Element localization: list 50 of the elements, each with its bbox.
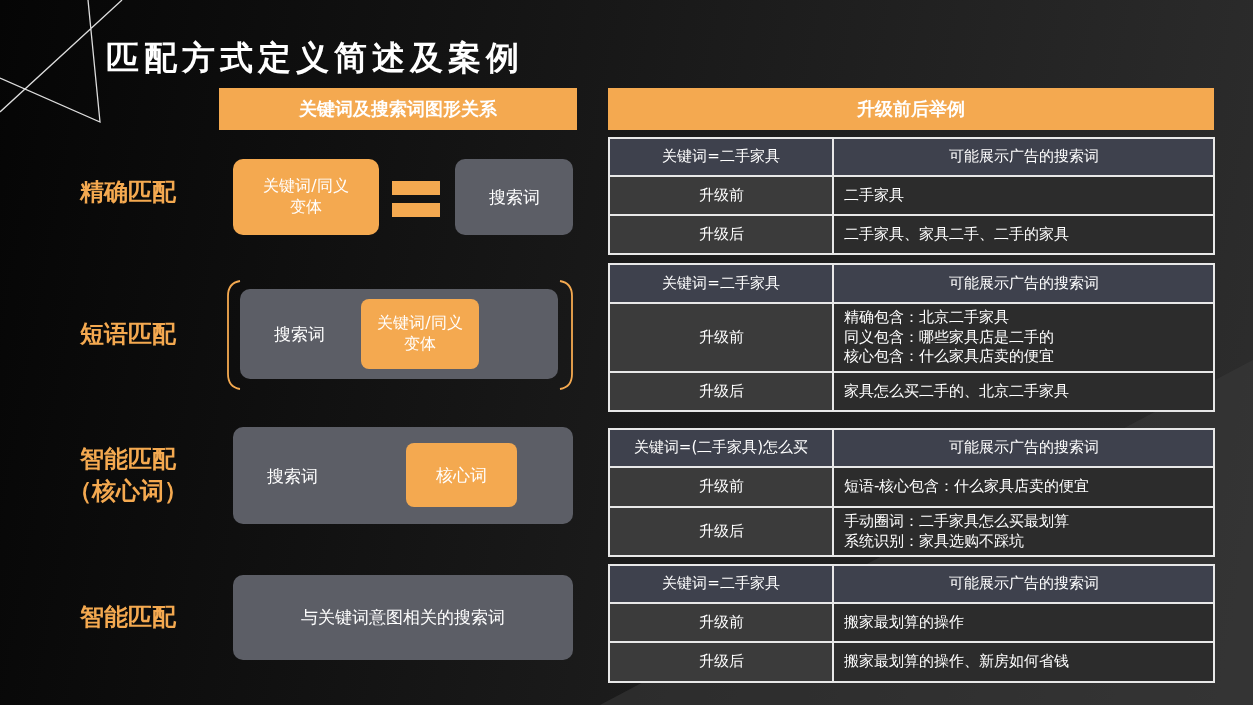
table-cell: 搬家最划算的操作、新房如何省钱 bbox=[834, 643, 1213, 681]
table-cell: 短语-核心包含：什么家具店卖的便宜 bbox=[834, 468, 1213, 506]
header-band bbox=[608, 88, 1214, 130]
table-cell: 升级后 bbox=[610, 508, 832, 555]
table-cell: 二手家具 bbox=[834, 177, 1213, 214]
table-cell: 升级前 bbox=[610, 604, 832, 641]
header-cell: 关键词=二手家具 bbox=[610, 566, 832, 602]
match-type-label: 短语匹配 bbox=[78, 319, 177, 350]
keyword-box bbox=[361, 299, 479, 369]
header-cell: 可能展示广告的搜索词 bbox=[834, 430, 1213, 466]
match-type-label: 智能匹配（核心词） bbox=[66, 444, 189, 508]
title: 匹配方式定义简述及案例 bbox=[106, 37, 524, 79]
table-cell: 升级前 bbox=[610, 177, 832, 214]
table-cell: 升级后 bbox=[610, 373, 832, 410]
core-word-box bbox=[406, 443, 517, 507]
box-label: 升级前后举例 bbox=[857, 97, 965, 121]
box-label: 核心词 bbox=[436, 463, 487, 487]
table-cell: 升级前 bbox=[610, 304, 832, 371]
table-cell: 家具怎么买二手的、北京二手家具 bbox=[834, 373, 1213, 410]
header-cell: 可能展示广告的搜索词 bbox=[834, 566, 1213, 602]
header-cell: 关键词=(二手家具)怎么买 bbox=[610, 430, 832, 466]
match-type-label: 精确匹配 bbox=[78, 177, 177, 208]
box-label: 搜索词 bbox=[488, 185, 540, 209]
cell-text: 同义包含：哪些家具店是二手的 bbox=[844, 327, 1054, 348]
match-type-label: 智能匹配 bbox=[78, 602, 177, 633]
box-label: 关键词及搜索词图形关系 bbox=[299, 97, 497, 121]
table-cell: 升级后 bbox=[610, 643, 832, 681]
cell-text: 核心包含：什么家具店卖的便宜 bbox=[844, 347, 1054, 367]
header-cell: 可能展示广告的搜索词 bbox=[834, 139, 1213, 175]
box-label: 关键词/同义变体 bbox=[376, 313, 464, 355]
box-label: 搜索词 bbox=[274, 322, 325, 346]
table-cell: 搬家最划算的操作 bbox=[834, 604, 1213, 641]
table-cell: 升级后 bbox=[610, 216, 832, 253]
cell-text: 手动圈词：二手家具怎么买最划算 bbox=[844, 512, 1069, 532]
search-term-box bbox=[233, 427, 573, 524]
header-cell: 关键词=二手家具 bbox=[610, 265, 832, 302]
search-term-box bbox=[233, 575, 573, 660]
cell-text: 精确包含：北京二手家具 bbox=[844, 308, 1009, 328]
keyword-box bbox=[233, 159, 379, 235]
box-label: 与关键词意图相关的搜索词 bbox=[301, 606, 505, 629]
cell-text: 系统识别：家具选购不踩坑 bbox=[844, 531, 1024, 551]
search-term-box bbox=[455, 159, 573, 235]
box-label: 关键词/同义变体 bbox=[262, 176, 350, 218]
header-cell: 关键词=二手家具 bbox=[610, 139, 832, 175]
header-cell: 可能展示广告的搜索词 bbox=[834, 265, 1213, 302]
table-cell: 升级前 bbox=[610, 468, 832, 506]
header-band bbox=[219, 88, 577, 130]
box-label: 搜索词 bbox=[267, 464, 318, 487]
search-term-box bbox=[240, 289, 558, 379]
table-cell: 二手家具、家具二手、二手的家具 bbox=[834, 216, 1213, 253]
